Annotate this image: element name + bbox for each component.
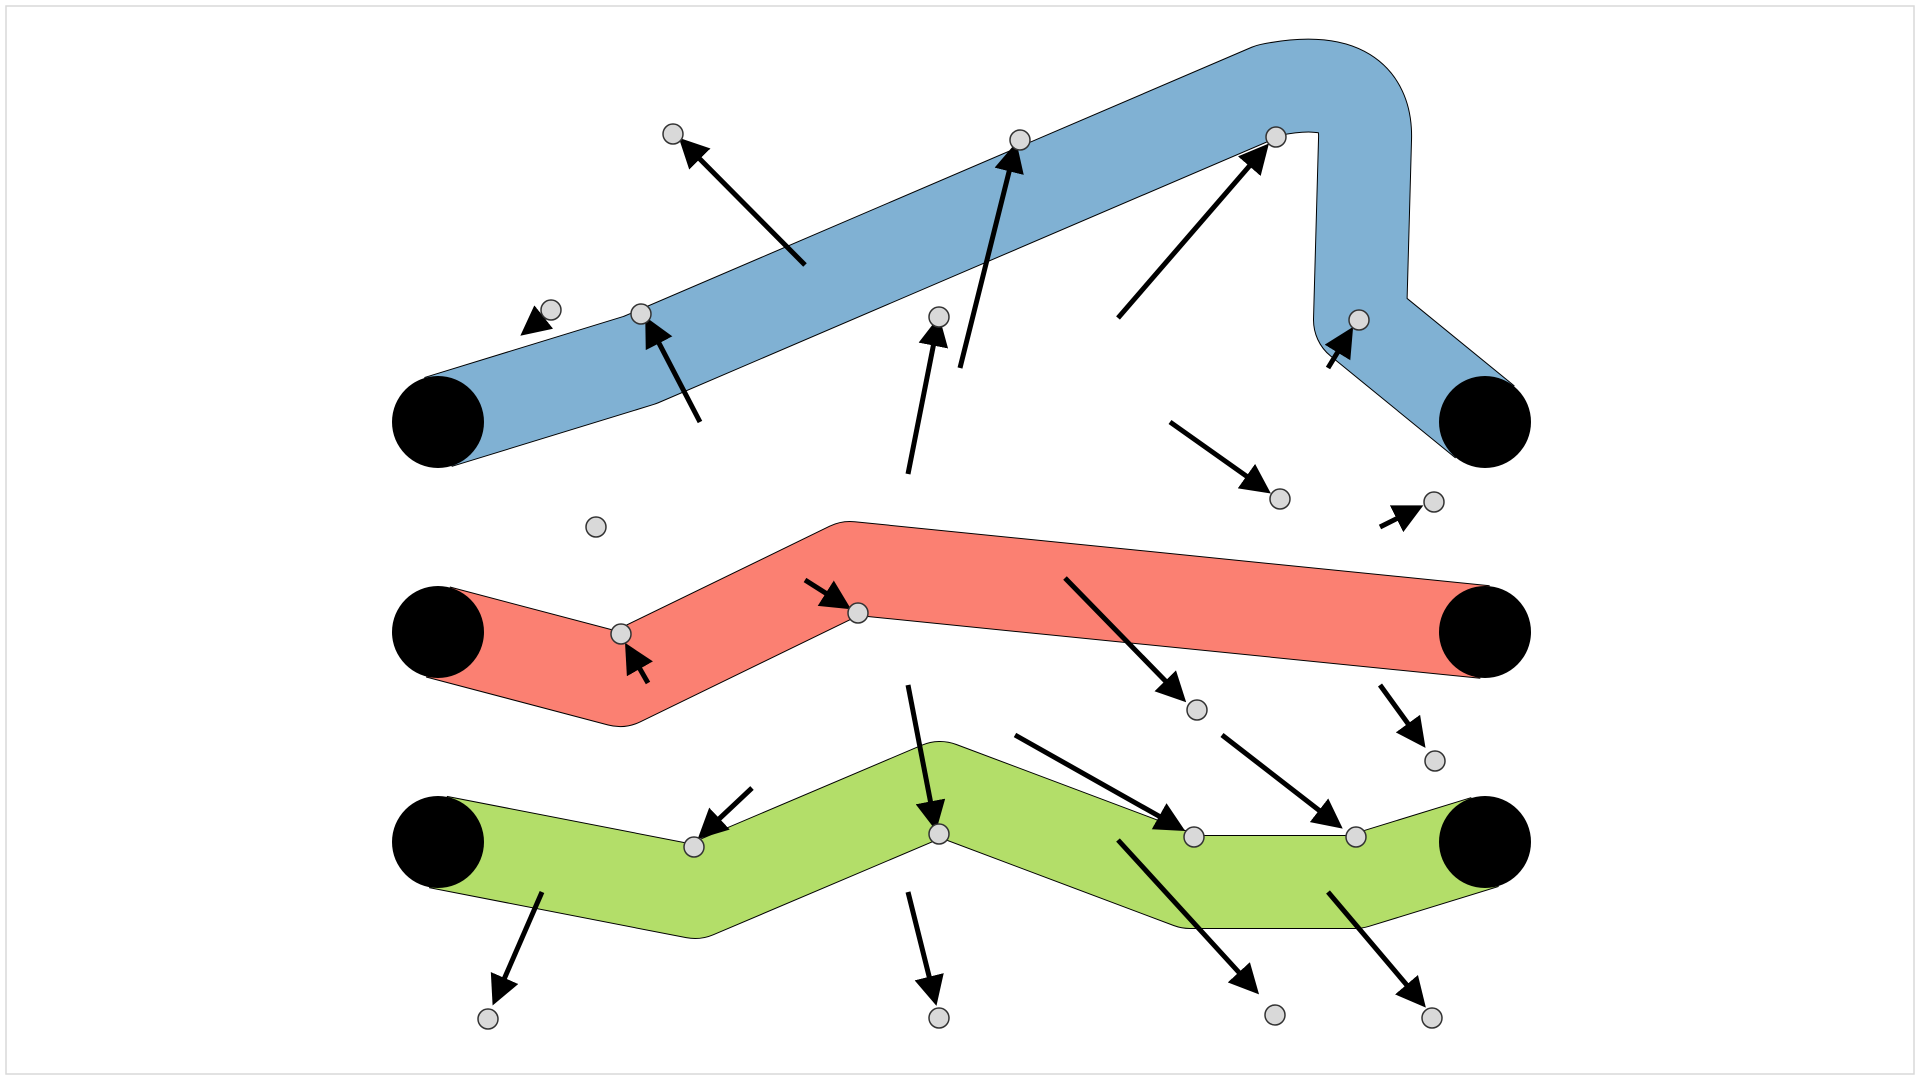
arrow (1324, 326, 1354, 370)
node (585, 516, 607, 538)
node (1009, 129, 1031, 151)
node (1265, 126, 1287, 148)
node (928, 1007, 950, 1029)
node (1345, 826, 1367, 848)
arrow (1116, 838, 1260, 995)
arrow (1326, 890, 1426, 1008)
lane-red-body (426, 522, 1490, 726)
lane-red-end-endpoint (1439, 586, 1531, 678)
arrow (1377, 683, 1426, 748)
node (477, 1008, 499, 1030)
arrow (697, 786, 754, 840)
node (1264, 1004, 1286, 1026)
node (630, 303, 652, 325)
arrow (1063, 576, 1187, 703)
arrow (625, 642, 653, 685)
arrow (1013, 732, 1186, 831)
arrow (1378, 505, 1424, 533)
lane-green-end-endpoint (1439, 796, 1531, 888)
arrow (905, 684, 946, 831)
node (610, 623, 632, 645)
lane-blue (392, 38, 1531, 468)
arrow (678, 137, 807, 267)
arrow (905, 891, 944, 1006)
node (1269, 488, 1291, 510)
arrow (645, 316, 703, 424)
lane-blue-start-endpoint (392, 376, 484, 468)
node (1423, 491, 1445, 513)
node (1348, 309, 1370, 331)
node (847, 602, 869, 624)
node (662, 123, 684, 145)
node (683, 836, 705, 858)
arrow (1168, 419, 1271, 494)
arrow (1220, 733, 1343, 829)
lane-green-start-endpoint (392, 796, 484, 888)
nodes (477, 123, 1446, 1030)
arrow (905, 316, 949, 475)
lane-blue-body (424, 39, 1515, 466)
arrows (490, 137, 1426, 1008)
lane-red-start-endpoint (392, 586, 484, 678)
lane-blue-end-endpoint (1439, 376, 1531, 468)
lane-green-body (429, 742, 1499, 938)
lane-green (392, 741, 1531, 939)
arrow (957, 142, 1024, 369)
arrow (803, 577, 852, 610)
node (1421, 1007, 1443, 1029)
arrow (490, 891, 545, 1006)
node (928, 823, 950, 845)
node (1424, 750, 1446, 772)
node (540, 299, 562, 321)
lane-red (392, 521, 1531, 727)
arrow (1116, 143, 1269, 320)
node (928, 306, 950, 328)
node (1186, 699, 1208, 721)
node (1183, 826, 1205, 848)
